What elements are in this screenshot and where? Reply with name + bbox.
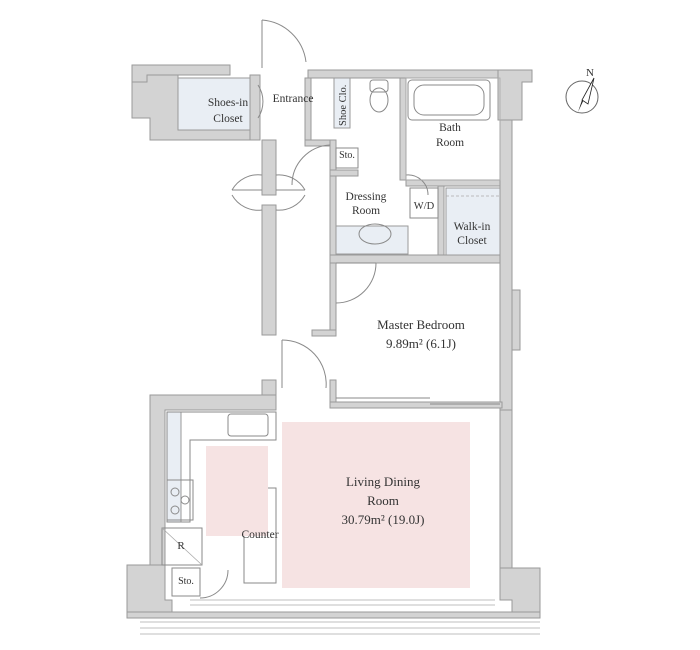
kitchen-highlight bbox=[206, 446, 268, 536]
washer-box bbox=[409, 187, 439, 219]
counter-label: Counter bbox=[241, 529, 278, 541]
living-dining-label-1: Living Dining bbox=[346, 474, 421, 489]
basin bbox=[358, 223, 392, 245]
entry-storage-label: Sto. bbox=[339, 150, 355, 161]
exterior-walls bbox=[126, 64, 541, 619]
bathtub bbox=[407, 79, 491, 121]
kitchen-storage bbox=[171, 567, 201, 597]
entrance-label: Entrance bbox=[273, 93, 314, 105]
master-bedroom-area: 9.89m² (6.1J) bbox=[386, 336, 456, 351]
walk-in-closet-label-1: Walk-in bbox=[454, 221, 491, 233]
walk-in-closet-label-2: Closet bbox=[457, 235, 487, 247]
refrigerator bbox=[161, 527, 203, 566]
bath-room-label-2: Room bbox=[436, 137, 464, 149]
kitchen-cabinet bbox=[166, 411, 182, 523]
balcony bbox=[140, 599, 540, 635]
kitchen-storage-label: Sto. bbox=[178, 576, 194, 587]
fixtures bbox=[161, 77, 501, 597]
doors bbox=[199, 19, 500, 599]
walk-in-closet bbox=[445, 187, 501, 256]
shoes-in-closet-label-1: Shoes-in bbox=[208, 97, 249, 109]
labels: Shoes-in Closet Entrance Shoe Clo. Sto. … bbox=[177, 85, 490, 587]
entry-storage bbox=[335, 147, 359, 169]
compass: N bbox=[565, 67, 599, 114]
stove bbox=[166, 479, 194, 521]
living-highlight bbox=[282, 422, 470, 588]
shoe-closet bbox=[333, 77, 351, 129]
bath-room-label-1: Bath bbox=[439, 122, 461, 134]
washer-label: W/D bbox=[414, 201, 435, 212]
dressing-closet bbox=[335, 225, 409, 255]
shoe-closet-label: Shoe Clo. bbox=[338, 85, 349, 126]
compass-ring bbox=[565, 80, 599, 114]
toilet-bowl bbox=[369, 87, 389, 113]
kitchen-sink bbox=[227, 413, 269, 437]
master-bedroom-label: Master Bedroom bbox=[377, 317, 465, 332]
toilet-tank bbox=[369, 79, 389, 93]
shoes-in-closet-label-2: Closet bbox=[213, 113, 243, 125]
living-dining-label-2: Room bbox=[367, 493, 399, 508]
dressing-room-label-2: Room bbox=[352, 205, 380, 217]
compass-north-label: N bbox=[586, 67, 594, 79]
refrigerator-label: R bbox=[177, 540, 185, 552]
interior-walls bbox=[304, 77, 503, 409]
shoes-in-closet bbox=[177, 77, 251, 131]
living-dining-area: 30.79m² (19.0J) bbox=[342, 512, 425, 527]
dressing-room-label-1: Dressing bbox=[346, 191, 387, 203]
